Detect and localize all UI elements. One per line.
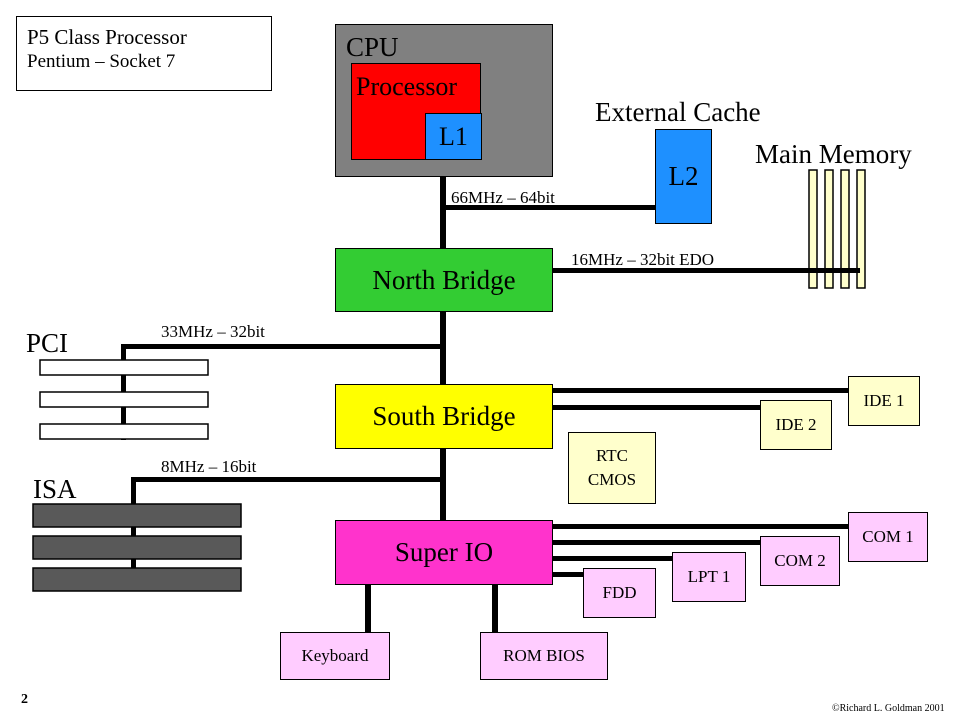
pci-slot bbox=[39, 423, 209, 440]
memory-module bbox=[808, 169, 818, 289]
cpu-label: CPU bbox=[346, 32, 399, 62]
isa-slot bbox=[32, 535, 242, 560]
pci-slot bbox=[39, 391, 209, 408]
pci-bus-horizontal bbox=[123, 344, 443, 349]
keyboard-box: Keyboard bbox=[280, 632, 390, 680]
page-number: 2 bbox=[21, 692, 28, 707]
cpu-bus-speed-label: 66MHz – 64bit bbox=[451, 188, 555, 207]
socket-subtitle: Pentium – Socket 7 bbox=[27, 51, 176, 72]
memory-bus bbox=[553, 268, 858, 273]
memory-module bbox=[856, 169, 866, 289]
backbone-south-superio bbox=[440, 449, 446, 521]
isa-label: ISA bbox=[33, 474, 77, 504]
memory-module bbox=[840, 169, 850, 289]
isa-bus-speed-label: 8MHz – 16bit bbox=[161, 457, 257, 476]
super-io-box: Super IO bbox=[335, 520, 553, 585]
fdd-box: FDD bbox=[583, 568, 656, 618]
pci-slots bbox=[39, 359, 209, 440]
copyright-notice: ©Richard L. Goldman 2001 bbox=[832, 703, 945, 714]
north-bridge-box: North Bridge bbox=[335, 248, 553, 312]
info-box: P5 Class Processor Pentium – Socket 7 bbox=[16, 16, 272, 91]
lpt1-bus bbox=[553, 556, 673, 561]
isa-bus-horizontal bbox=[133, 477, 443, 482]
com1-box: COM 1 bbox=[848, 512, 928, 562]
ide1-box: IDE 1 bbox=[848, 376, 920, 426]
rtc-label: RTC bbox=[595, 446, 629, 466]
memory-module bbox=[824, 169, 834, 289]
keyboard-bus bbox=[365, 585, 371, 633]
com1-bus bbox=[553, 524, 849, 529]
l2-cache-box: L2 bbox=[655, 129, 712, 224]
pci-slot bbox=[39, 359, 209, 376]
isa-slot bbox=[32, 567, 242, 592]
cmos-label: CMOS bbox=[587, 470, 637, 489]
main-memory-label: Main Memory bbox=[755, 139, 912, 169]
external-cache-label: External Cache bbox=[595, 97, 761, 127]
ide2-bus bbox=[553, 405, 761, 410]
lpt1-box: LPT 1 bbox=[672, 552, 746, 602]
cpu-l2-bus bbox=[443, 205, 656, 210]
l1-cache-box: L1 bbox=[425, 113, 482, 160]
backbone-cpu-north bbox=[440, 176, 446, 249]
pci-bus-speed-label: 33MHz – 32bit bbox=[161, 322, 265, 341]
ide1-bus bbox=[553, 388, 849, 393]
rom-bios-box: ROM BIOS bbox=[480, 632, 608, 680]
processor-label: Processor bbox=[356, 72, 458, 101]
fdd-bus bbox=[553, 572, 584, 577]
south-bridge-box: South Bridge bbox=[335, 384, 553, 449]
com2-bus bbox=[553, 540, 761, 545]
processor-class-title: P5 Class Processor bbox=[27, 25, 187, 49]
ide2-box: IDE 2 bbox=[760, 400, 832, 450]
pci-label: PCI bbox=[26, 328, 69, 358]
isa-slot bbox=[32, 503, 242, 528]
memory-bus-over bbox=[805, 268, 860, 273]
rtc-cmos-box: RTC CMOS bbox=[568, 432, 656, 504]
isa-slots bbox=[32, 503, 242, 592]
memory-bus-speed-label: 16MHz – 32bit EDO bbox=[571, 250, 715, 269]
memory-modules bbox=[805, 169, 866, 289]
com2-box: COM 2 bbox=[760, 536, 840, 586]
rombios-bus bbox=[492, 585, 498, 633]
